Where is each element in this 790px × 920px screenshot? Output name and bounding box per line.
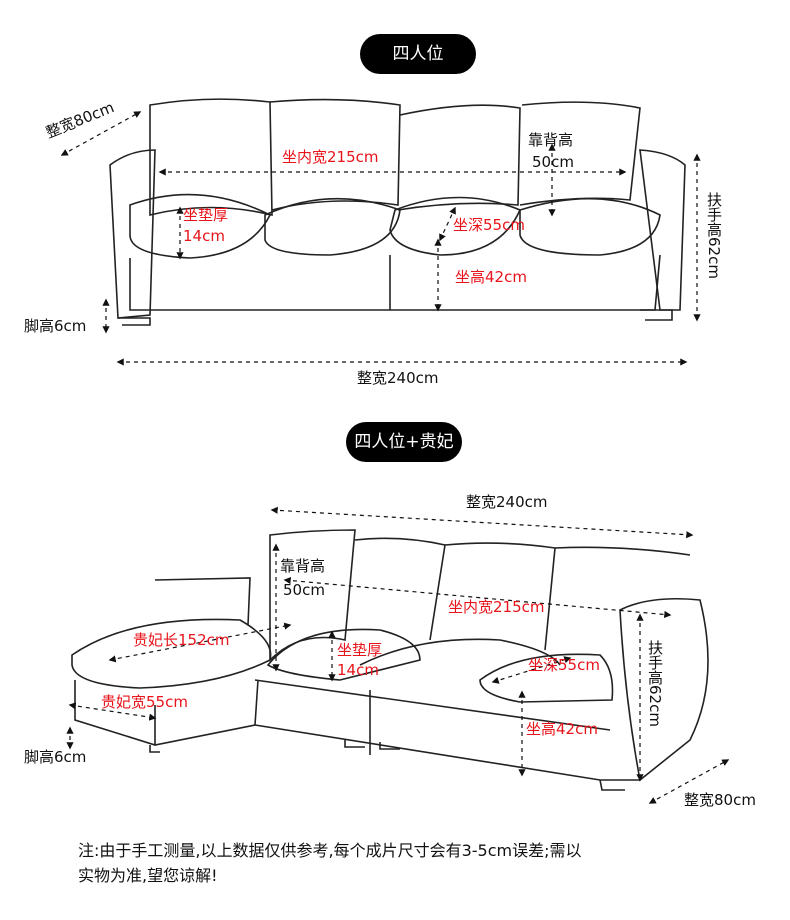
armrest-height-label: 扶手高62cm bbox=[646, 640, 664, 727]
inner-seat-width-label: 坐内宽215cm bbox=[448, 598, 545, 616]
back-height-value: 50cm bbox=[532, 153, 574, 171]
measurement-note: 注:由于手工测量,以上数据仅供参考,每个成片尺寸会有3-5cm误差;需以 实物为… bbox=[78, 838, 581, 888]
overall-width-label: 整宽240cm bbox=[357, 369, 439, 387]
cushion-thickness-value: 14cm bbox=[183, 227, 225, 245]
note-line-2: 实物为准,望您谅解! bbox=[78, 866, 218, 885]
leg-height-label: 脚高6cm bbox=[24, 748, 87, 766]
cushion-thickness-value: 14cm bbox=[337, 661, 379, 679]
chaise-sofa-outline bbox=[71, 529, 709, 791]
back-height-title: 靠背高 bbox=[280, 557, 326, 575]
seat-depth-label: 坐深55cm bbox=[453, 216, 525, 234]
overall-width-label: 整宽240cm bbox=[466, 493, 548, 511]
seat-depth-label: 坐深55cm bbox=[528, 656, 600, 674]
overall-depth-label: 整宽80cm bbox=[684, 791, 756, 809]
cushion-thickness-title: 坐垫厚 bbox=[183, 206, 229, 224]
section-title-four-seat: 四人位 bbox=[360, 34, 476, 74]
seat-height-label: 坐高42cm bbox=[455, 268, 527, 286]
cushion-thickness-title: 坐垫厚 bbox=[337, 641, 383, 659]
back-height-title: 靠背高 bbox=[528, 131, 574, 149]
seat-height-label: 坐高42cm bbox=[526, 720, 598, 738]
note-line-1: 注:由于手工测量,以上数据仅供参考,每个成片尺寸会有3-5cm误差;需以 bbox=[78, 841, 582, 860]
chaise-length-label: 贵妃长152cm bbox=[133, 631, 230, 649]
inner-seat-width-label: 坐内宽215cm bbox=[282, 148, 379, 166]
armrest-height-label: 扶手高62cm bbox=[705, 192, 723, 279]
leg-height-label: 脚高6cm bbox=[24, 317, 87, 335]
back-height-value: 50cm bbox=[283, 581, 325, 599]
chaise-width-label: 贵妃宽55cm bbox=[101, 693, 188, 711]
section-title-chaise: 四人位+贵妃 bbox=[346, 422, 462, 462]
